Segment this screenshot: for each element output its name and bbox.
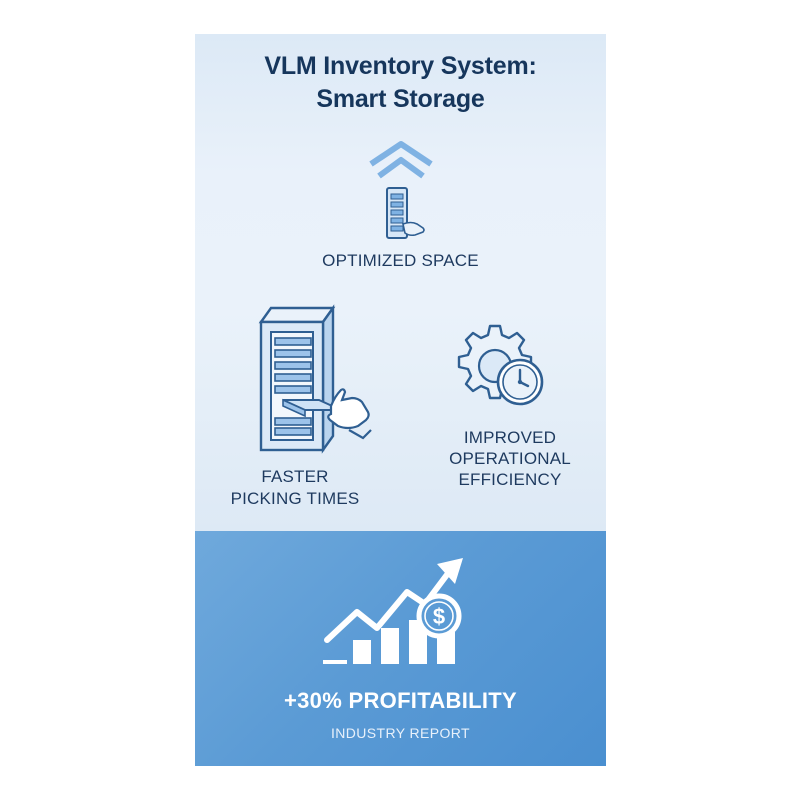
svg-text:$: $ — [433, 604, 445, 629]
profitability-value: +30% PROFITABILITY — [284, 688, 517, 713]
title-line-2: Smart Storage — [316, 85, 485, 113]
benefit-faster-picking: FASTER PICKING TIMES — [215, 466, 375, 510]
picking-line-1: FASTER — [261, 467, 329, 486]
benefit-operational-efficiency: IMPROVED OPERATIONAL EFFICIENCY — [435, 427, 585, 490]
efficiency-line-1: IMPROVED — [463, 428, 557, 447]
chevron-up-icon — [369, 141, 433, 179]
profitability-panel — [195, 531, 606, 766]
picking-line-2: PICKING TIMES — [230, 489, 360, 508]
growth-chart-dollar-icon: $ — [323, 558, 463, 664]
efficiency-line-3: EFFICIENCY — [458, 470, 562, 489]
gear-clock-icon — [457, 324, 544, 406]
infographic-card: VLM Inventory System: Smart Storage OPTI… — [195, 34, 606, 766]
page-title: VLM Inventory System: Smart Storage — [195, 50, 606, 116]
title-line-1: VLM Inventory System: — [264, 52, 537, 80]
benefit-optimized-space: OPTIMIZED SPACE — [322, 251, 479, 270]
efficiency-line-2: OPERATIONAL — [449, 449, 571, 468]
vertical-lift-module-icon — [258, 304, 372, 454]
storage-tower-icon — [386, 187, 425, 239]
profitability-source: INDUSTRY REPORT — [330, 725, 471, 741]
